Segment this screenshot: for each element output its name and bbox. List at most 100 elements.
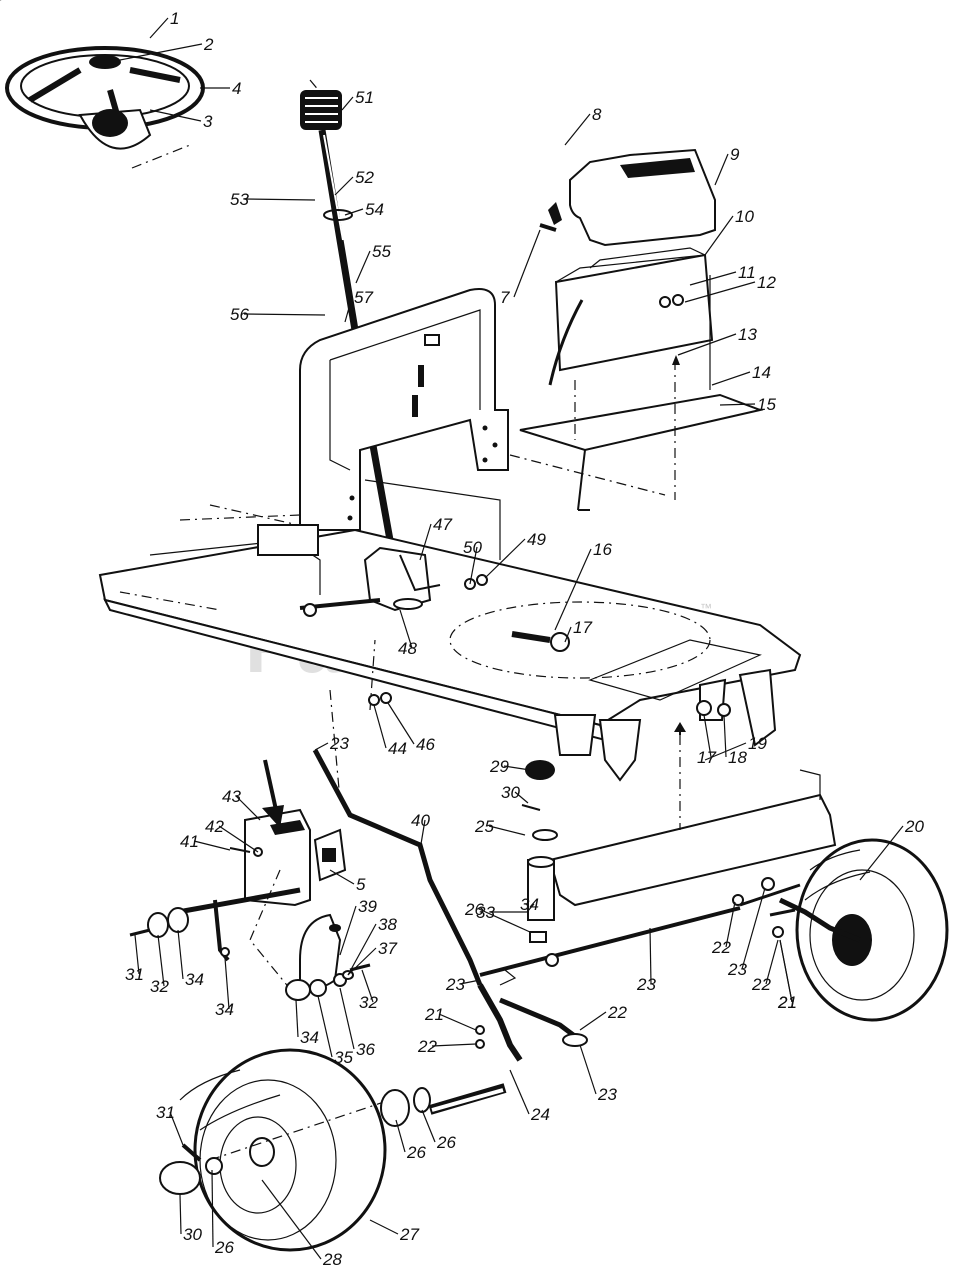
leader-line-22 (765, 939, 779, 985)
leader-line-35 (317, 995, 333, 1058)
leader-line-48 (399, 609, 413, 649)
leader-line-38 (347, 923, 377, 976)
part-label-35: 35 (334, 1048, 353, 1067)
frame-bolt (511, 631, 570, 652)
part-label-34: 34 (215, 1000, 234, 1019)
part-label-58: 58 (0, 0, 19, 4)
leader-line-40 (419, 819, 426, 851)
leader-line-47 (419, 523, 432, 561)
leader-line-17 (703, 714, 712, 758)
part-label-34: 34 (520, 895, 539, 914)
leader-line-7 (513, 229, 541, 298)
leader-line-15 (719, 403, 756, 406)
leader-line-21 (438, 1013, 477, 1031)
leader-line-9 (714, 153, 729, 186)
part-label-25: 25 (474, 817, 494, 836)
part-label-21: 21 (424, 1005, 444, 1024)
part-label-37: 37 (378, 939, 397, 958)
leader-line-57 (344, 296, 353, 323)
part-label-15: 15 (757, 395, 776, 414)
part-label-48: 48 (398, 639, 417, 658)
part-label-17: 17 (573, 618, 592, 637)
leader-line-26 (421, 1109, 436, 1143)
part-label-32: 32 (150, 977, 169, 996)
leader-line-25 (488, 825, 526, 836)
part-label-20: 20 (904, 817, 924, 836)
leader-line-53 (243, 198, 316, 201)
leader-lines (0, 0, 904, 1260)
leader-line-34 (295, 999, 299, 1038)
leader-line-28 (261, 1179, 322, 1260)
battery-assembly (509, 148, 764, 511)
leader-line-36 (339, 987, 355, 1050)
part-label-36: 36 (356, 1040, 375, 1059)
leader-line-13 (677, 333, 737, 356)
part-label-57: 57 (354, 288, 373, 307)
leader-line-22 (431, 1043, 477, 1047)
leader-line-20 (859, 825, 904, 881)
part-label-22: 22 (417, 1037, 437, 1056)
leader-line-43 (235, 795, 261, 821)
part-label-30: 30 (501, 783, 520, 802)
leader-line-52 (334, 176, 354, 196)
leader-line-3 (149, 109, 202, 122)
leader-line-46 (387, 702, 415, 745)
part-label-4: 4 (232, 79, 241, 98)
part-label-12: 12 (757, 273, 776, 292)
drag-link (312, 748, 801, 986)
part-label-24: 24 (530, 1105, 550, 1124)
leader-line-21 (779, 939, 793, 1003)
leader-line-31 (134, 934, 140, 975)
leader-line-26 (478, 908, 531, 933)
part-label-29: 29 (489, 757, 509, 776)
leader-line-14 (711, 371, 751, 386)
brake-bracket (129, 689, 347, 996)
part-label-41: 41 (180, 832, 199, 851)
part-label-47: 47 (433, 515, 452, 534)
part-label-23: 23 (445, 975, 465, 994)
part-label-52: 52 (355, 168, 374, 187)
leader-line-34 (526, 903, 535, 913)
pedal-bracket (299, 546, 488, 617)
leader-line-56 (243, 313, 326, 316)
part-label-21: 21 (777, 993, 797, 1012)
leader-line-44 (373, 704, 387, 749)
part-label-26: 26 (214, 1238, 234, 1257)
dash-panel (299, 288, 509, 531)
part-label-26: 26 (406, 1143, 426, 1162)
part-label-51: 51 (355, 88, 374, 107)
leader-line-18 (723, 714, 727, 758)
leader-line-2 (119, 43, 203, 61)
leader-line-27 (369, 1219, 399, 1235)
leader-line-50 (469, 546, 478, 585)
leader-line-17 (564, 626, 572, 643)
right-front-wheel (795, 838, 949, 1022)
leader-line-26 (395, 1119, 406, 1153)
part-label-22: 22 (607, 1003, 627, 1022)
leader-line-10 (704, 215, 734, 256)
part-label-9: 9 (730, 145, 740, 164)
part-label-26: 26 (436, 1133, 456, 1152)
left-front-wheel (179, 1048, 391, 1252)
part-label-13: 13 (738, 325, 757, 344)
part-label-53: 53 (230, 190, 249, 209)
part-label-38: 38 (378, 915, 397, 934)
part-label-18: 18 (728, 748, 747, 767)
leader-line-24 (509, 1069, 530, 1115)
part-label-46: 46 (416, 735, 435, 754)
leader-line-54 (344, 208, 364, 216)
part-label-14: 14 (752, 363, 771, 382)
leader-line-23 (459, 979, 481, 985)
leader-line-22 (579, 1011, 607, 1031)
part-label-23: 23 (727, 960, 747, 979)
part-label-31: 31 (125, 965, 144, 984)
part-label-42: 42 (205, 817, 224, 836)
leader-line-41 (193, 840, 231, 851)
part-label-50: 50 (463, 538, 482, 557)
steering-wheel (5, 46, 205, 150)
chassis-frame (98, 479, 802, 782)
steering-spindle (428, 983, 588, 1115)
leader-line-23 (314, 742, 329, 751)
part-label-2: 2 (203, 35, 214, 54)
